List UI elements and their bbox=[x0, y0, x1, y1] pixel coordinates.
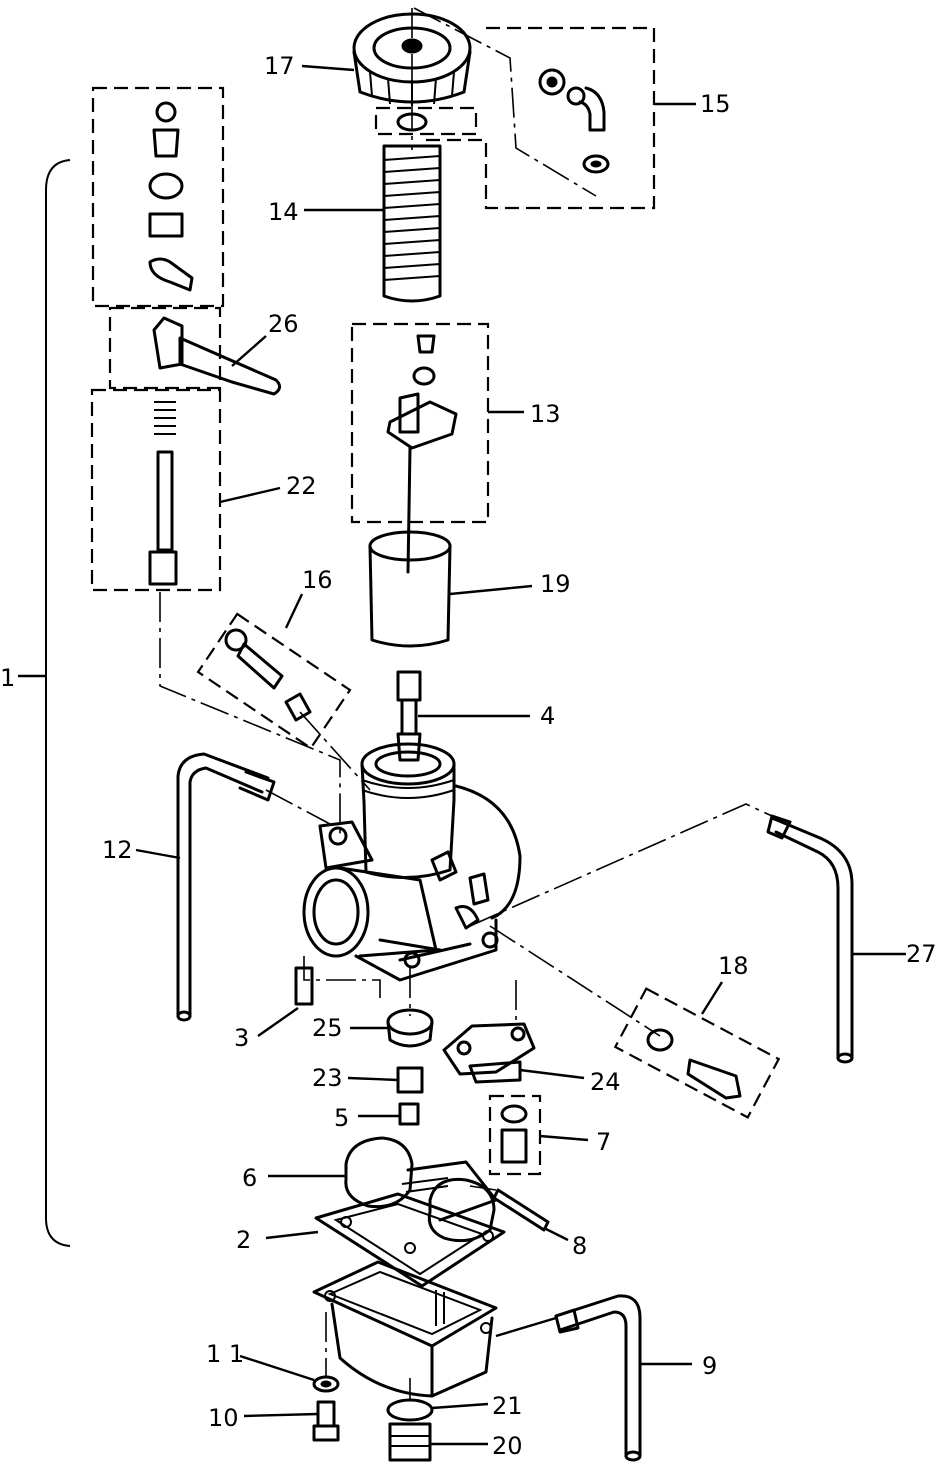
carburetor-body bbox=[302, 742, 522, 982]
leader-17 bbox=[301, 64, 355, 72]
leader-12 bbox=[135, 848, 181, 860]
leader-10 bbox=[243, 1412, 319, 1418]
callout-14: 14 bbox=[268, 198, 299, 226]
callout-1: 1 bbox=[0, 664, 15, 692]
callout-6: 6 bbox=[242, 1164, 257, 1192]
part-19-slide bbox=[368, 530, 452, 648]
centerline-27 bbox=[469, 803, 773, 927]
part-15-fitting bbox=[538, 68, 610, 174]
callout-17: 17 bbox=[264, 52, 295, 80]
group-box-26 bbox=[108, 306, 222, 390]
callout-27: 27 bbox=[906, 940, 937, 968]
group-box-15 bbox=[420, 26, 656, 210]
part-9-drain-tube bbox=[554, 1294, 642, 1462]
callout-10: 10 bbox=[208, 1404, 239, 1432]
centerline-18 bbox=[489, 925, 661, 1037]
part-8-pin bbox=[492, 1188, 550, 1232]
callout-13: 13 bbox=[530, 400, 561, 428]
part-21-ring bbox=[386, 1398, 434, 1422]
callout-16: 16 bbox=[302, 566, 333, 594]
callout-11: 1 1 bbox=[206, 1340, 244, 1368]
callout-23: 23 bbox=[312, 1064, 343, 1092]
callout-21: 21 bbox=[492, 1392, 523, 1420]
callout-20: 20 bbox=[492, 1432, 523, 1460]
callout-9: 9 bbox=[702, 1352, 717, 1380]
callout-26: 26 bbox=[268, 310, 299, 338]
callout-3: 3 bbox=[234, 1024, 249, 1052]
callout-22: 22 bbox=[286, 472, 317, 500]
part-13-needle-holder bbox=[386, 334, 458, 574]
part-23-washer bbox=[396, 1066, 424, 1094]
part-17-washer bbox=[396, 112, 428, 132]
part-14-spring bbox=[382, 144, 442, 303]
callout-25: 25 bbox=[312, 1014, 343, 1042]
callout-12: 12 bbox=[102, 836, 133, 864]
callout-4: 4 bbox=[540, 702, 555, 730]
part-2-gasket bbox=[314, 1192, 506, 1288]
part-5-main-jet bbox=[398, 1102, 420, 1126]
assembly-bracket bbox=[45, 159, 71, 1247]
part-22-screw bbox=[148, 401, 178, 586]
part-20-drain-plug bbox=[388, 1422, 432, 1462]
part-18-air-screw bbox=[646, 1028, 742, 1100]
centerline-16 bbox=[299, 711, 371, 791]
part-12-tube bbox=[176, 752, 276, 1022]
group-box-17 bbox=[374, 106, 478, 136]
leader-2 bbox=[265, 1230, 319, 1240]
leader-23 bbox=[347, 1076, 399, 1082]
leader-body-mount bbox=[495, 1316, 557, 1338]
leader-19 bbox=[449, 584, 533, 596]
centerline-15 bbox=[413, 7, 597, 197]
callout-5: 5 bbox=[334, 1104, 349, 1132]
part-11-washer bbox=[312, 1375, 340, 1393]
callout-8: 8 bbox=[572, 1232, 587, 1260]
leader-11 bbox=[239, 1354, 315, 1382]
part-adjust-screw-stack bbox=[148, 101, 194, 292]
leader-21 bbox=[431, 1402, 489, 1410]
part-7-plug bbox=[500, 1104, 528, 1164]
part-17-top-cap bbox=[352, 12, 472, 106]
leader-3 bbox=[257, 1007, 299, 1037]
part-26-lever bbox=[152, 316, 281, 396]
callout-18: 18 bbox=[718, 952, 749, 980]
leader-16 bbox=[284, 593, 304, 629]
group-box-18 bbox=[613, 987, 781, 1119]
leader-26 bbox=[231, 335, 267, 367]
leader-24 bbox=[519, 1068, 585, 1080]
part-27-tube bbox=[766, 814, 854, 1064]
group-box-top-left bbox=[91, 86, 225, 308]
group-box-7 bbox=[488, 1094, 542, 1176]
callout-24: 24 bbox=[590, 1068, 621, 1096]
group-box-22 bbox=[90, 388, 222, 592]
group-box-16 bbox=[196, 612, 352, 750]
leader-7 bbox=[539, 1134, 589, 1142]
callout-2: 2 bbox=[236, 1226, 251, 1254]
group-box-13 bbox=[350, 322, 490, 524]
centerline-22 bbox=[159, 592, 341, 838]
leader-18 bbox=[700, 981, 724, 1015]
callout-15: 15 bbox=[700, 90, 731, 118]
callout-19: 19 bbox=[540, 570, 571, 598]
part-3-screw bbox=[294, 966, 314, 1006]
leader-22 bbox=[219, 486, 281, 504]
part-6-float bbox=[344, 1136, 498, 1243]
float-bowl bbox=[312, 1260, 498, 1398]
part-24-plate bbox=[442, 1022, 536, 1084]
centerline-12 bbox=[265, 789, 331, 825]
callout-7: 7 bbox=[596, 1128, 611, 1156]
part-10-bolt bbox=[312, 1400, 340, 1442]
part-16-idle-screw bbox=[224, 628, 312, 722]
part-25-jet-holder bbox=[386, 1008, 434, 1048]
part-4-needle-jet bbox=[396, 670, 422, 762]
leader-8 bbox=[543, 1226, 569, 1242]
